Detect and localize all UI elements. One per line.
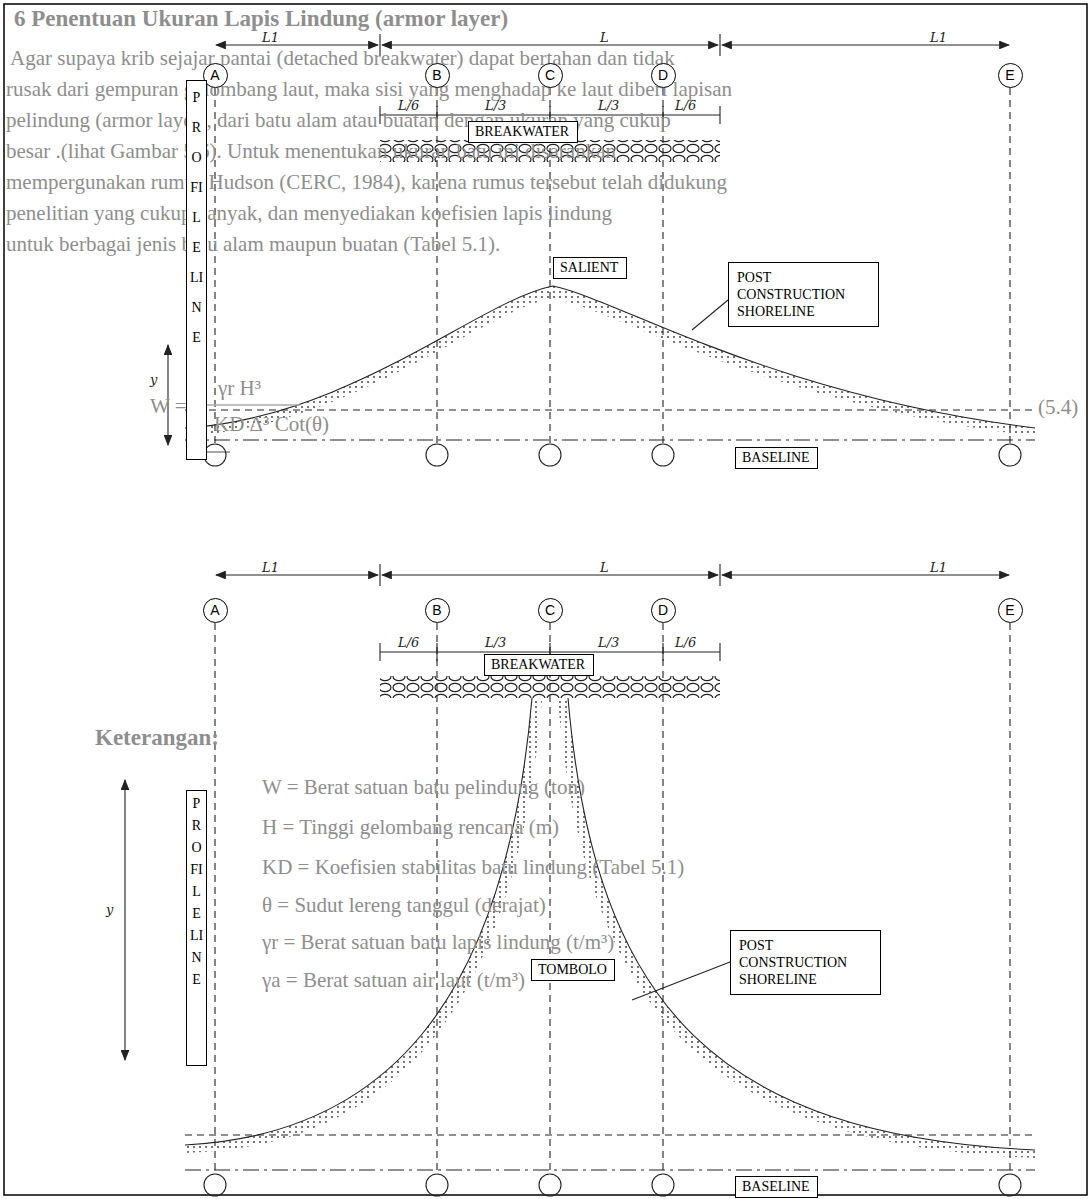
letter-circle: C (538, 598, 563, 623)
page-text: KD Δ³ Cot(θ) (214, 412, 329, 437)
callout-box: BREAKWATER (468, 121, 578, 143)
letter-circle: D (651, 598, 676, 623)
node-text: BREAKWATER (491, 657, 587, 673)
node-text: C (539, 599, 562, 622)
node-text: E (999, 599, 1022, 622)
callout-box: POST CONSTRUCTION SHORELINE (728, 262, 879, 327)
page-text: (5.4) (1038, 395, 1078, 420)
node-text: BASELINE (742, 450, 811, 466)
profile-line-label: PROFILE LINE (186, 790, 207, 1066)
dimension-label: L/6 (675, 635, 696, 650)
page-text: 6 Penentuan Ukuran Lapis Lindung (armor … (14, 6, 508, 32)
page-text: γr H³ (218, 376, 261, 401)
letter-circle: B (425, 598, 450, 623)
node-text: BREAKWATER (475, 124, 571, 140)
node-text: D (652, 599, 675, 622)
letter-circle: A (203, 598, 228, 623)
node-text: BASELINE (742, 1179, 811, 1195)
node-text: PROFILE LINE (190, 793, 204, 991)
node-text: E (999, 64, 1022, 87)
profile-line-label: PROFILE LINE (186, 80, 207, 460)
page-text: rusak dari gempuran gelombang laut, maka… (6, 77, 732, 102)
page-text: γr = Berat satuan batu lapis lindung (t/… (262, 930, 614, 955)
page-text: W = Berat satuan batu pelindung (ton) (262, 775, 585, 800)
callout-box: SALIENT (553, 257, 627, 279)
letter-circle: B (425, 63, 450, 88)
node-text: PROFILE LINE (190, 83, 204, 353)
dimension-label: L1 (262, 560, 279, 575)
letter-circle: C (538, 63, 563, 88)
node-text: TOMBOLO (538, 962, 608, 978)
page-text: Keterangan: (95, 725, 219, 751)
node-text: POST CONSTRUCTION SHORELINE (737, 269, 870, 320)
dimension-label: L1 (930, 560, 947, 575)
page-text: penelitian yang cukup banyak, dan menyed… (6, 201, 612, 226)
dimension-label: L/3 (598, 98, 619, 113)
letter-circle: E (998, 598, 1023, 623)
dimension-label: L/3 (485, 98, 506, 113)
node-text: B (426, 64, 449, 87)
page-text: KD = Koefisien stabilitas batu lindung (… (262, 855, 684, 880)
dimension-label: L1 (262, 30, 279, 45)
dimension-label: y (150, 372, 157, 387)
dimension-label: L/6 (398, 635, 419, 650)
node-text: A (204, 599, 227, 622)
page-text: W = (150, 394, 187, 419)
dimension-label: L1 (930, 30, 947, 45)
node-text: B (426, 599, 449, 622)
page-text: θ = Sudut lereng tanggul (derajat) (262, 893, 546, 918)
dimension-label: L (600, 30, 609, 45)
callout-box: TOMBOLO (531, 959, 615, 981)
dimension-label: L/6 (675, 98, 696, 113)
node-text: D (652, 64, 675, 87)
node-text: C (539, 64, 562, 87)
dimension-label: L (600, 560, 609, 575)
letter-circle: E (998, 63, 1023, 88)
page-text: γa = Berat satuan air laut (t/m³) (262, 968, 525, 993)
callout-box: BREAKWATER (484, 654, 594, 676)
dimension-label: L/3 (485, 635, 506, 650)
page-text: untuk berbagai jenis batu alam maupun bu… (6, 232, 500, 257)
dimension-label: L/3 (598, 635, 619, 650)
callout-box: BASELINE (735, 1176, 818, 1198)
dimension-label: L/6 (398, 98, 419, 113)
page-text: mempergunakan rumus Hudson (CERC, 1984),… (6, 170, 727, 195)
page-text: Agar supaya krib sejajar pantai (detache… (10, 46, 675, 71)
callout-box: POST CONSTRUCTION SHORELINE (730, 930, 881, 995)
node-text: SALIENT (560, 260, 620, 276)
letter-circle: D (651, 63, 676, 88)
callout-box: BASELINE (735, 447, 818, 469)
dimension-label: y (106, 902, 113, 917)
node-text: POST CONSTRUCTION SHORELINE (739, 937, 872, 988)
page-text: H = Tinggi gelombang rencana (m) (262, 815, 559, 840)
